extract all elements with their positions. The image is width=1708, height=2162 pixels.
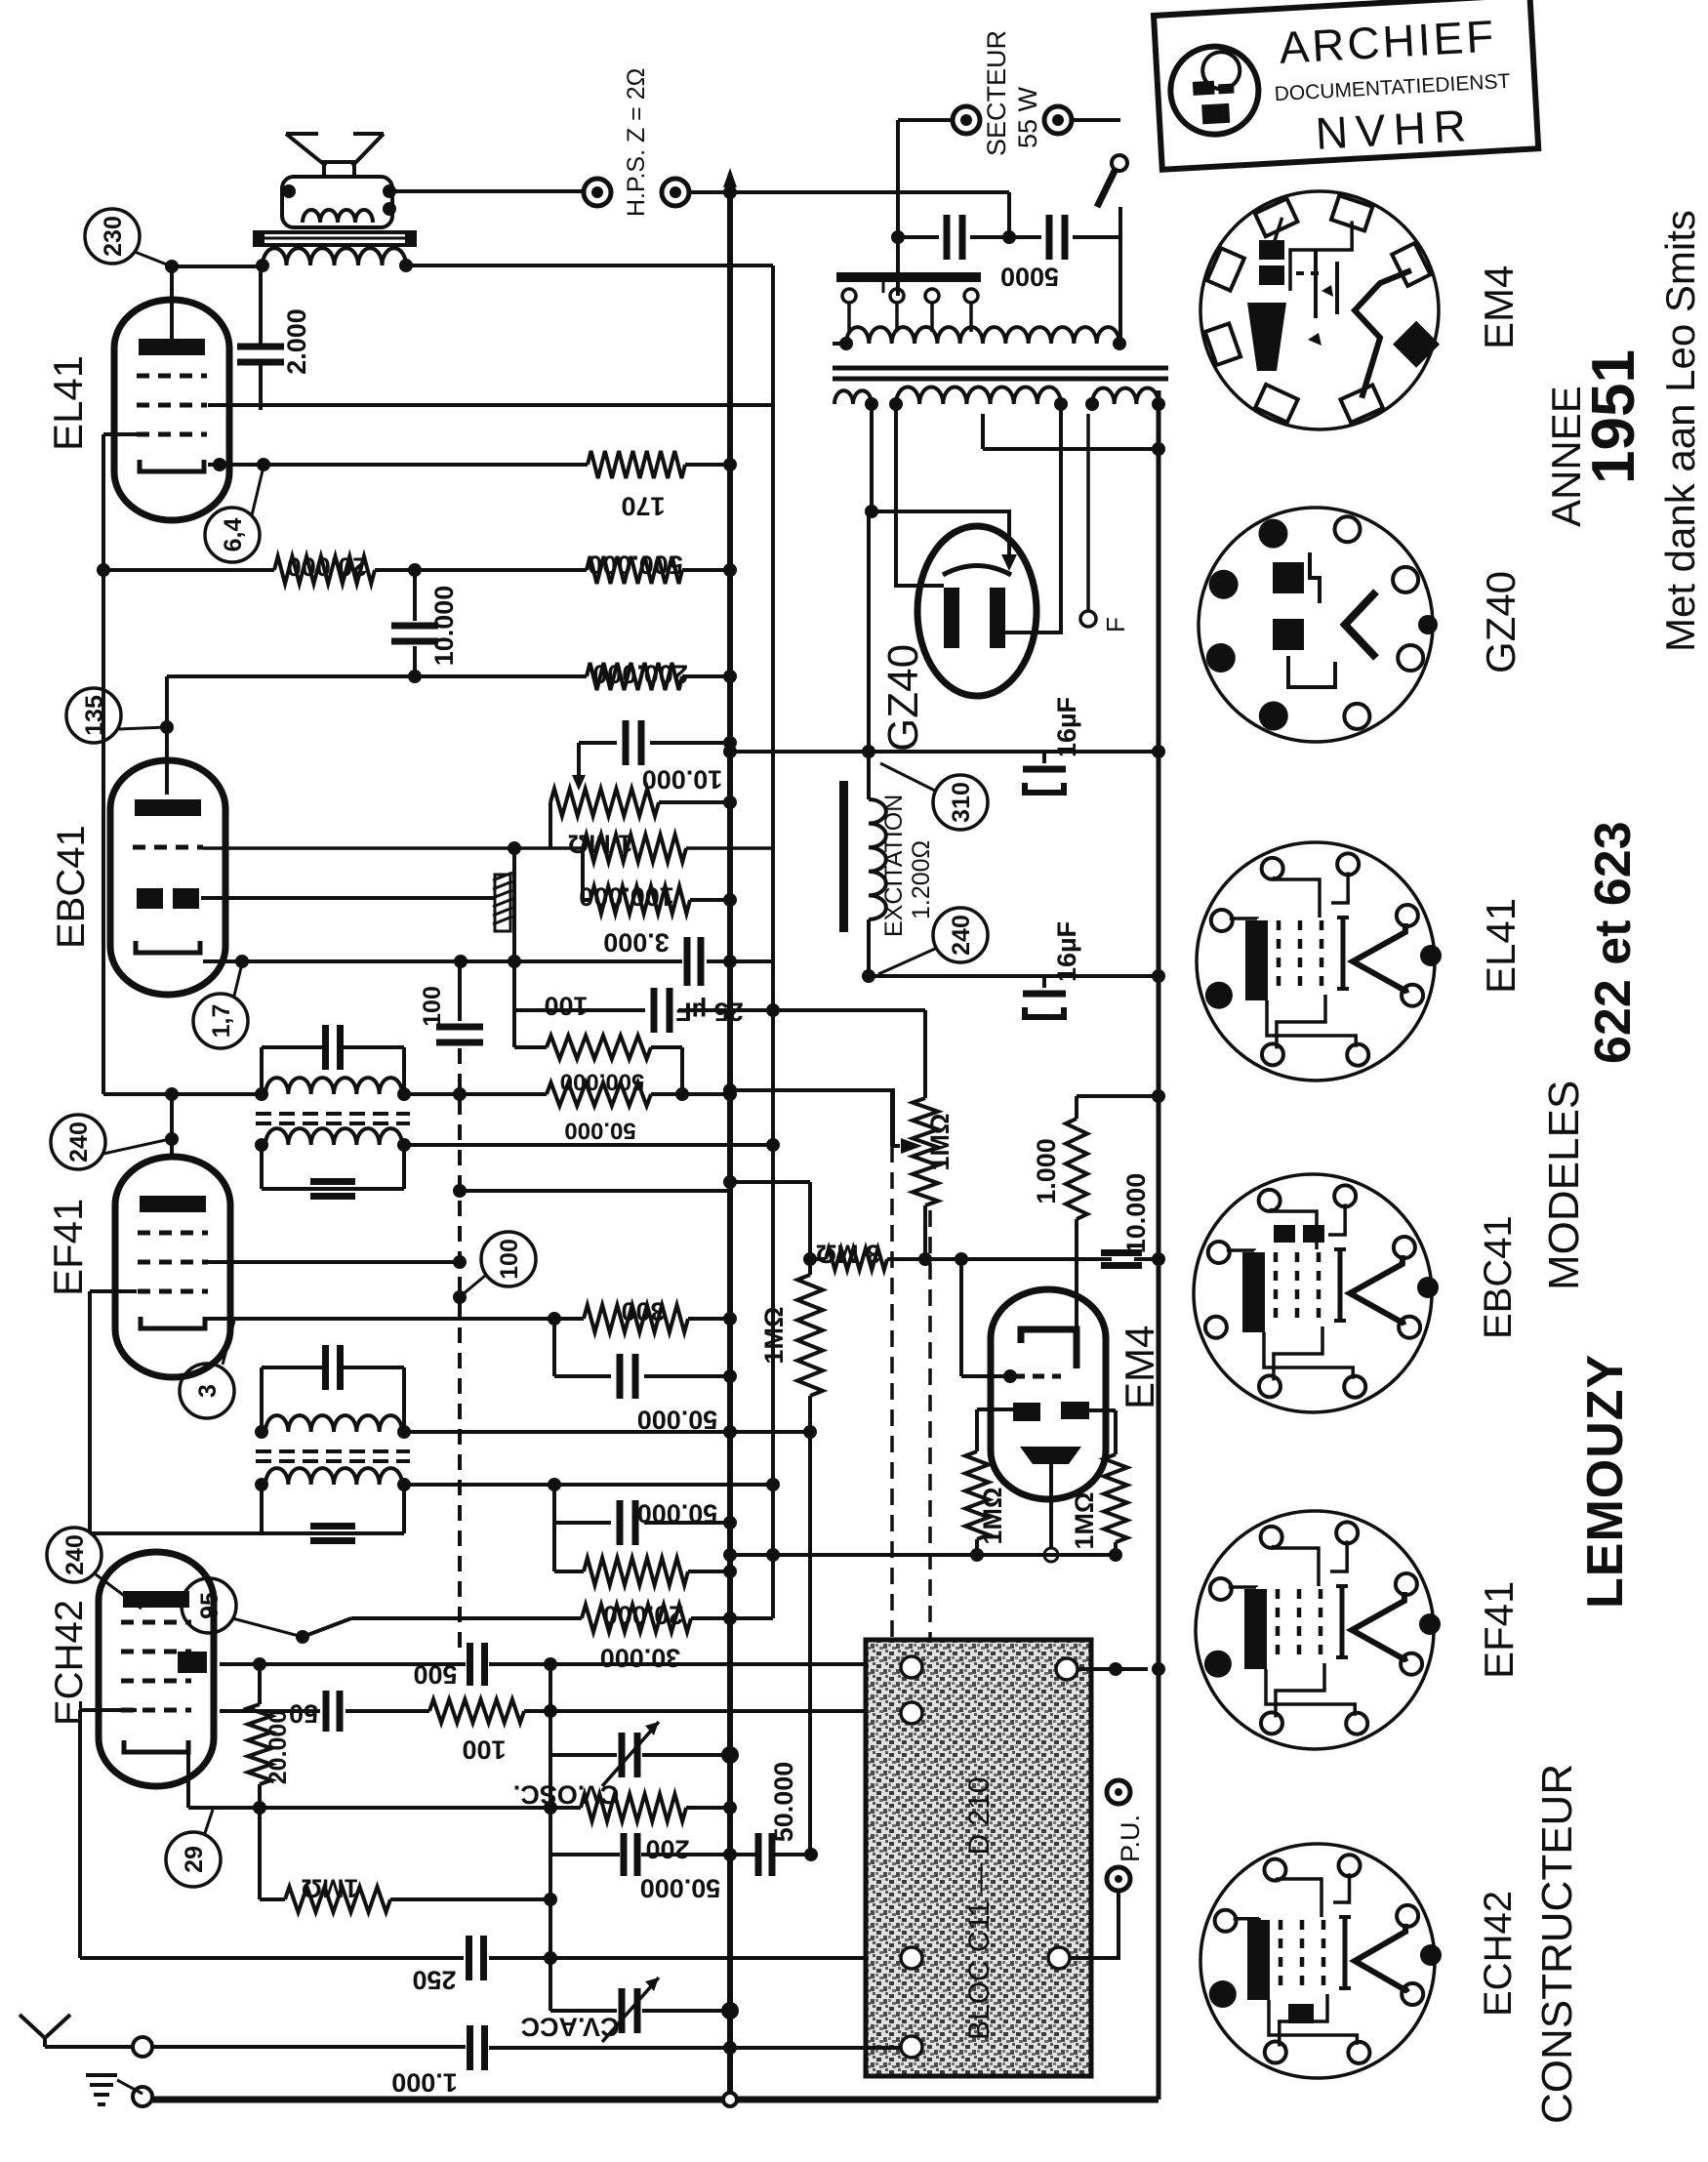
svg-text:6,4: 6,4 — [220, 518, 247, 552]
svg-text:CV.OSC.: CV.OSC. — [513, 1780, 620, 1810]
svg-text:BLOC C11 — D 210: BLOC C11 — D 210 — [963, 1776, 996, 2040]
svg-text:1MΩ: 1MΩ — [759, 1306, 789, 1364]
svg-text:Met dank aan Leo Smits: Met dank aan Leo Smits — [1657, 210, 1703, 652]
svg-text:LEMOUZY: LEMOUZY — [1577, 1354, 1634, 1609]
svg-text:ARCHIEF: ARCHIEF — [1278, 10, 1497, 72]
svg-text:50.000: 50.000 — [637, 1499, 718, 1529]
svg-text:EF41: EF41 — [45, 1199, 91, 1296]
svg-text:H.P.S. Z = 2Ω: H.P.S. Z = 2Ω — [623, 68, 650, 217]
svg-text:EM4: EM4 — [1476, 265, 1522, 349]
svg-text:GZ40: GZ40 — [1478, 571, 1524, 673]
svg-text:50.000: 50.000 — [769, 1762, 798, 1843]
svg-text:EF41: EF41 — [1476, 1581, 1522, 1679]
svg-text:16µF: 16µF — [1052, 921, 1081, 982]
svg-text:1MΩ: 1MΩ — [978, 1487, 1007, 1544]
svg-text:MODELES: MODELES — [1540, 1081, 1588, 1290]
svg-text:EBC41: EBC41 — [50, 825, 93, 949]
svg-text:1.200Ω: 1.200Ω — [908, 840, 935, 919]
svg-text:3 MΩ: 3 MΩ — [816, 1240, 881, 1269]
svg-text:10.000: 10.000 — [429, 586, 459, 667]
svg-text:1 MΩ: 1 MΩ — [568, 830, 633, 859]
svg-text:100: 100 — [544, 992, 588, 1021]
svg-text:50: 50 — [289, 1699, 318, 1729]
svg-text:250: 250 — [412, 1966, 456, 1995]
svg-text:500.000: 500.000 — [588, 551, 683, 580]
svg-text:ECH42: ECH42 — [1477, 1891, 1520, 2017]
svg-text:622 et 623: 622 et 623 — [1585, 821, 1642, 1064]
svg-text:16µF: 16µF — [1052, 697, 1081, 757]
svg-text:CV.ACC: CV.ACC — [520, 2013, 619, 2042]
svg-text:EM4: EM4 — [1117, 1326, 1162, 1409]
svg-text:50.000: 50.000 — [564, 1118, 635, 1144]
svg-text:F: F — [1101, 617, 1130, 632]
svg-text:EBC41: EBC41 — [1477, 1215, 1520, 1339]
svg-text:1MΩ: 1MΩ — [301, 1874, 358, 1903]
svg-text:3: 3 — [194, 1384, 222, 1398]
svg-text:500: 500 — [413, 1660, 457, 1690]
svg-text:240: 240 — [61, 1534, 89, 1575]
svg-text:1,7: 1,7 — [208, 1004, 235, 1039]
svg-text:100: 100 — [419, 986, 446, 1027]
svg-text:1.000: 1.000 — [1032, 1138, 1061, 1204]
svg-text:ECH42: ECH42 — [48, 1600, 91, 1726]
svg-text:135: 135 — [81, 695, 108, 736]
svg-text:10.000: 10.000 — [642, 765, 723, 795]
svg-text:50.000: 50.000 — [637, 1406, 718, 1435]
svg-text:200: 200 — [645, 1835, 689, 1864]
svg-text:1MΩ: 1MΩ — [925, 1113, 955, 1170]
svg-text:20.000: 20.000 — [287, 552, 368, 582]
svg-text:55 W: 55 W — [1013, 86, 1042, 148]
svg-text:29: 29 — [181, 1846, 208, 1873]
svg-text:1.000: 1.000 — [391, 2068, 458, 2098]
svg-text:240: 240 — [948, 915, 975, 956]
svg-text:NVHR: NVHR — [1314, 100, 1475, 159]
svg-text:5000: 5000 — [1000, 263, 1059, 292]
svg-text:95: 95 — [196, 1592, 224, 1619]
svg-text:200.000: 200.000 — [592, 660, 688, 689]
svg-text:100: 100 — [462, 1735, 506, 1765]
svg-text:EL41: EL41 — [1478, 898, 1524, 994]
svg-text:300: 300 — [621, 1297, 665, 1326]
svg-text:SECTEUR: SECTEUR — [982, 30, 1011, 156]
svg-text:240: 240 — [65, 1122, 93, 1163]
svg-text:P.U.: P.U. — [1116, 1815, 1145, 1862]
svg-text:1MΩ: 1MΩ — [1070, 1491, 1099, 1549]
svg-text:1951: 1951 — [1580, 349, 1647, 484]
svg-text:50.000: 50.000 — [640, 1874, 721, 1903]
svg-text:ANNEE: ANNEE — [1543, 386, 1589, 527]
svg-text:EL41: EL41 — [45, 355, 91, 451]
svg-text:CONSTRUCTEUR: CONSTRUCTEUR — [1533, 1764, 1581, 2124]
svg-text:30.000: 30.000 — [600, 1644, 681, 1673]
svg-text:2.000: 2.000 — [282, 308, 311, 375]
svg-text:20.000: 20.000 — [264, 1710, 292, 1784]
svg-text:3.000: 3.000 — [603, 928, 670, 958]
svg-text:230: 230 — [100, 216, 127, 257]
svg-text:100: 100 — [496, 1239, 523, 1280]
svg-text:GZ40: GZ40 — [879, 644, 927, 752]
svg-text:170: 170 — [621, 492, 665, 521]
svg-text:EXCITATION: EXCITATION — [880, 795, 908, 937]
svg-text:310: 310 — [948, 782, 975, 823]
svg-text:10.000: 10.000 — [1121, 1173, 1151, 1254]
